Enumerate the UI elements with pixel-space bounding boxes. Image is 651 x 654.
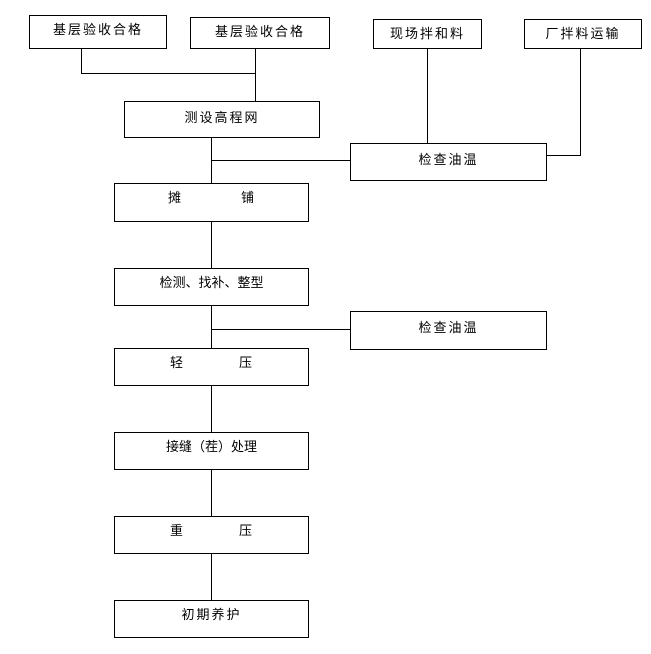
connector-line [211, 329, 351, 330]
connector-line [427, 48, 428, 144]
node-base-acceptance-1: 基层验收合格 [29, 15, 167, 49]
node-label: 基层验收合格 [214, 25, 305, 40]
connector-line [546, 155, 581, 156]
node-label-part: 摊 [168, 191, 182, 206]
node-check-oil-temp-1: 检查油温 [350, 143, 547, 181]
connector-line [255, 48, 256, 102]
node-inspect-patch-shape: 检测、找补、整型 [114, 268, 309, 306]
connector-line [211, 469, 212, 517]
node-label-part: 重 [170, 524, 184, 539]
node-onsite-mixing: 现场拌和料 [373, 19, 482, 49]
node-paving: 摊 铺 [114, 183, 309, 222]
node-light-rolling: 轻 压 [114, 348, 309, 386]
connector-line [580, 48, 581, 156]
node-label: 基层验收合格 [52, 23, 143, 38]
node-label: 厂拌料运输 [545, 27, 621, 42]
node-label: 现场拌和料 [389, 27, 465, 42]
node-measure-elevation-grid: 测设高程网 [124, 101, 320, 138]
connector-line [211, 385, 212, 433]
node-plant-mix-transport: 厂拌料运输 [524, 19, 642, 49]
node-label: 摊 铺 [115, 192, 308, 244]
node-joint-treatment: 接缝（茬）处理 [114, 432, 309, 470]
node-label: 检测、找补、整型 [159, 276, 264, 291]
node-label: 检查油温 [418, 153, 479, 168]
node-label-part: 压 [239, 356, 253, 371]
node-label: 接缝（茬）处理 [165, 440, 257, 455]
node-label-part: 轻 [170, 356, 184, 371]
connector-line [211, 221, 212, 269]
node-base-acceptance-2: 基层验收合格 [190, 17, 330, 49]
node-label-part: 铺 [241, 191, 255, 206]
connector-line [211, 305, 212, 349]
node-label: 检查油温 [418, 321, 479, 336]
node-heavy-rolling: 重 压 [114, 516, 309, 554]
node-initial-curing: 初期养护 [114, 600, 309, 638]
node-label-part: 压 [239, 524, 253, 539]
connector-line [81, 48, 82, 74]
node-check-oil-temp-2: 检查油温 [350, 311, 547, 350]
node-label: 测设高程网 [184, 111, 260, 126]
node-label: 重 压 [115, 525, 308, 577]
node-label: 轻 压 [115, 357, 308, 409]
connector-line [211, 553, 212, 601]
node-label: 初期养护 [181, 608, 242, 623]
connector-line [81, 73, 256, 74]
connector-line [211, 160, 351, 161]
